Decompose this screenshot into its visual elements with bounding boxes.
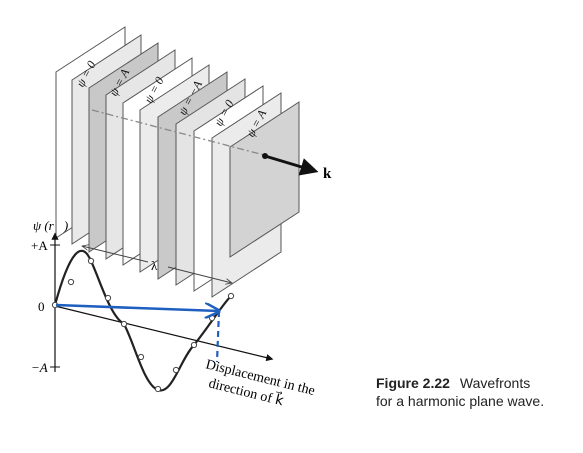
displacement-axis [54,305,274,362]
figure-caption: Figure 2.22 Wavefronts for a harmonic pla… [376,374,576,410]
wave-node-7 [154,385,162,393]
wavefront-plane-11 [229,101,300,258]
lambda-arrow-left [82,246,149,263]
wave-node-3 [87,257,95,265]
wavefront-planes [55,26,300,298]
wave-node-10 [208,314,216,322]
psi-axis-label: ψ (r⃗) [33,218,68,233]
wave-node-11 [227,292,235,300]
k-vector-arrow [264,154,319,176]
label-plus-a: +A [31,238,48,253]
label-minus-a: −A [31,360,48,375]
lambda-label: λ [151,258,158,273]
wave-node-4 [104,294,112,302]
position-vector-r [55,305,219,311]
figure-number: Figure 2.22 [376,375,450,391]
position-vector-dashed-drop [215,310,221,363]
wave-node-5 [120,320,128,328]
wave-node-2 [67,278,75,286]
caption-line1: Wavefronts [459,375,531,391]
caption-line2: for a harmonic plane wave. [376,393,545,409]
label-zero: 0 [38,299,45,314]
k-vector-label: k⃗ [323,166,343,182]
lambda-arrow-right [167,266,232,283]
wave-node-8 [172,366,180,374]
wave-node-6 [137,353,145,361]
wave-node-9 [190,341,198,349]
